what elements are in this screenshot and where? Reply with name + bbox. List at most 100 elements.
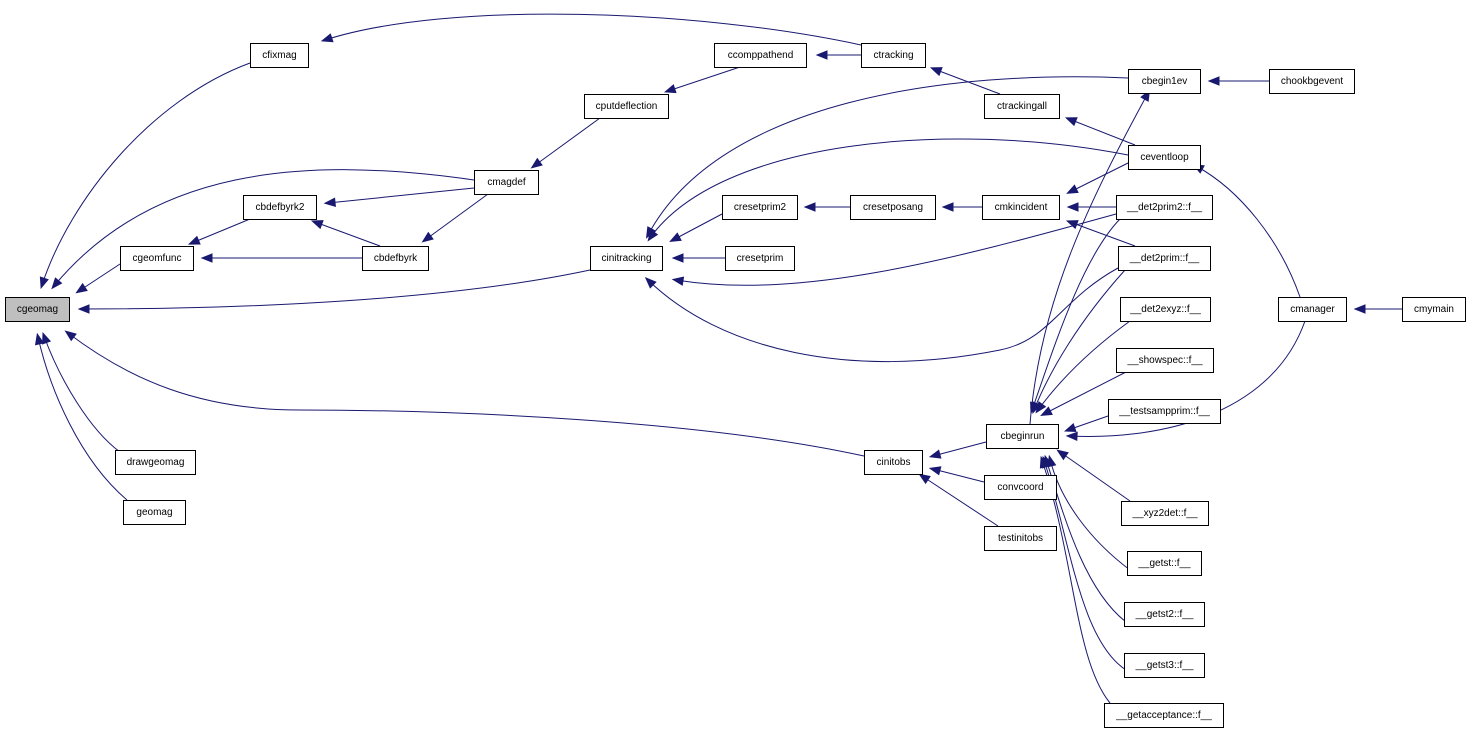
- node-testsampprim[interactable]: __testsampprim::f__: [1108, 399, 1221, 424]
- node-cbdefbyrk[interactable]: cbdefbyrk: [362, 246, 429, 271]
- node-drawgeomag[interactable]: drawgeomag: [115, 450, 196, 475]
- node-det2exyz[interactable]: __det2exyz::f__: [1120, 297, 1211, 322]
- node-getst2[interactable]: __getst2::f__: [1124, 602, 1205, 627]
- node-box[interactable]: [243, 195, 317, 220]
- node-box[interactable]: [984, 526, 1057, 551]
- edge-arrowhead: [1039, 455, 1049, 469]
- node-xyz2det[interactable]: __xyz2det::f__: [1121, 501, 1209, 526]
- node-cresetposang[interactable]: cresetposang: [850, 195, 936, 220]
- node-box[interactable]: [115, 450, 196, 475]
- node-getacceptance[interactable]: __getacceptance::f__: [1104, 703, 1224, 728]
- node-box[interactable]: [120, 246, 194, 271]
- node-box[interactable]: [1128, 145, 1201, 170]
- node-cputdeflection[interactable]: cputdeflection: [584, 94, 669, 119]
- node-box[interactable]: [982, 195, 1060, 220]
- node-getst3[interactable]: __getst3::f__: [1124, 653, 1205, 678]
- node-testinitobs[interactable]: testinitobs: [984, 526, 1057, 551]
- edge-cmagdef-to-cgeomag: [51, 169, 475, 290]
- edge-arrowhead: [1035, 401, 1047, 414]
- node-ceventloop[interactable]: ceventloop: [1128, 145, 1201, 170]
- edge-line: [1069, 221, 1136, 247]
- node-box[interactable]: [1118, 246, 1211, 271]
- node-cbdefbyrk2[interactable]: cbdefbyrk2: [243, 195, 317, 220]
- node-box[interactable]: [1121, 501, 1209, 526]
- edge-line: [667, 66, 741, 92]
- node-cresetprim[interactable]: cresetprim: [725, 246, 795, 271]
- node-box[interactable]: [722, 195, 798, 220]
- node-box[interactable]: [984, 94, 1060, 119]
- node-box[interactable]: [1128, 69, 1201, 94]
- edge-det2prim-to-cinitracking: [644, 267, 1119, 363]
- edge-ccomppathend-to-cputdeflection: [663, 66, 741, 94]
- node-box[interactable]: [1108, 399, 1221, 424]
- node-box[interactable]: [5, 297, 70, 322]
- node-det2prim2[interactable]: __det2prim2::f__: [1116, 195, 1213, 220]
- edge-cmagdef-to-cbdefbyrk2: [323, 187, 475, 207]
- node-label: __det2prim2::f__: [1126, 202, 1202, 213]
- node-chookbgevent[interactable]: chookbgevent: [1269, 69, 1355, 94]
- node-label: __det2exyz::f__: [1129, 304, 1201, 315]
- node-box[interactable]: [584, 94, 669, 119]
- edge-arrowhead: [928, 449, 942, 459]
- node-cfixmag[interactable]: cfixmag: [250, 43, 309, 68]
- node-ctracking[interactable]: ctracking: [861, 43, 926, 68]
- edge-line: [53, 169, 475, 287]
- edge-arrowhead: [1056, 449, 1069, 461]
- node-box[interactable]: [474, 170, 539, 195]
- node-box[interactable]: [864, 450, 923, 475]
- node-box[interactable]: [725, 246, 795, 271]
- node-cgeomag[interactable]: cgeomag: [5, 297, 70, 322]
- edge-cresetposang-to-cresetprim2: [803, 202, 850, 212]
- node-box[interactable]: [1127, 551, 1202, 576]
- node-cmymain[interactable]: cmymain: [1402, 297, 1466, 322]
- node-box[interactable]: [986, 424, 1059, 449]
- edge-line: [932, 441, 987, 457]
- edge-getst-to-cbeginrun: [1047, 454, 1131, 571]
- edge-cbdefbyrk-to-cgeomfunc: [200, 253, 362, 263]
- edge-ctracking-to-cfixmag: [320, 13, 862, 46]
- node-box[interactable]: [123, 500, 186, 525]
- node-cmanager[interactable]: cmanager: [1278, 297, 1347, 322]
- node-cinitracking[interactable]: cinitracking: [590, 246, 663, 271]
- edge-det2prim2-to-cmkincident: [1066, 202, 1116, 212]
- node-cinitobs[interactable]: cinitobs: [864, 450, 923, 475]
- node-convcoord[interactable]: convcoord: [984, 475, 1057, 500]
- node-box[interactable]: [1402, 297, 1466, 322]
- node-box[interactable]: [1278, 297, 1347, 322]
- node-label: cresetprim2: [734, 202, 787, 213]
- node-box[interactable]: [984, 475, 1057, 500]
- node-box[interactable]: [1124, 602, 1205, 627]
- node-geomag[interactable]: geomag: [123, 500, 186, 525]
- node-box[interactable]: [1124, 653, 1205, 678]
- node-box[interactable]: [590, 246, 663, 271]
- edge-arrowhead: [75, 282, 88, 294]
- node-box[interactable]: [714, 43, 807, 68]
- node-det2prim[interactable]: __det2prim::f__: [1118, 246, 1211, 271]
- node-cresetprim2[interactable]: cresetprim2: [722, 195, 798, 220]
- node-box[interactable]: [861, 43, 926, 68]
- node-box[interactable]: [1120, 297, 1211, 322]
- node-box[interactable]: [850, 195, 936, 220]
- node-box[interactable]: [250, 43, 309, 68]
- node-cmkincident[interactable]: cmkincident: [982, 195, 1060, 220]
- node-box[interactable]: [362, 246, 429, 271]
- node-cgeomfunc[interactable]: cgeomfunc: [120, 246, 194, 271]
- node-cbeginrun[interactable]: cbeginrun: [986, 424, 1059, 449]
- node-box[interactable]: [1269, 69, 1355, 94]
- node-label: __getst2::f__: [1135, 609, 1194, 620]
- node-label: __xyz2det::f__: [1131, 508, 1197, 519]
- node-ctrackingall[interactable]: ctrackingall: [984, 94, 1060, 119]
- node-cmagdef[interactable]: cmagdef: [474, 170, 539, 195]
- node-label: drawgeomag: [127, 457, 185, 468]
- node-ccomppathend[interactable]: ccomppathend: [714, 43, 807, 68]
- node-cbegin1ev[interactable]: cbegin1ev: [1128, 69, 1201, 94]
- node-showspec[interactable]: __showspec::f__: [1116, 348, 1214, 373]
- edge-line: [1033, 269, 1126, 411]
- edge-chookbgevent-to-cbegin1ev: [1207, 76, 1269, 86]
- edge-line: [1059, 451, 1131, 502]
- node-label: cgeomag: [17, 304, 58, 315]
- node-box[interactable]: [1104, 703, 1224, 728]
- node-box[interactable]: [1116, 348, 1214, 373]
- node-getst[interactable]: __getst::f__: [1127, 551, 1202, 576]
- node-box[interactable]: [1116, 195, 1213, 220]
